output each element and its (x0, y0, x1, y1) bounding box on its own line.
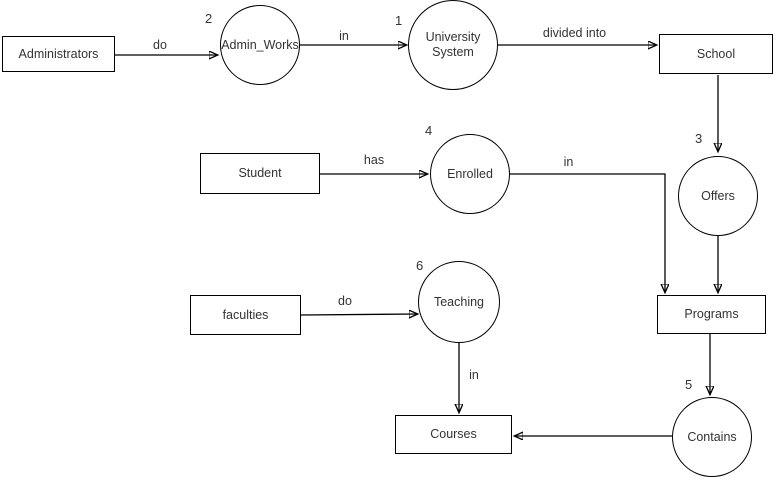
process-contains: Contains (672, 397, 752, 477)
process-university-system: University System (408, 0, 498, 90)
edge-label-do-administrators: do (153, 38, 167, 52)
entity-administrators: Administrators (2, 36, 115, 72)
edge-label-in-enrolled: in (563, 155, 574, 169)
process-offers: Offers (678, 156, 758, 236)
entity-programs: Programs (657, 295, 766, 334)
edge-label-in-teaching: in (469, 368, 479, 382)
edge-label-divided-into: divided into (542, 26, 607, 40)
process-number-offers: 3 (695, 131, 703, 146)
process-teaching: Teaching (418, 261, 500, 343)
entity-school: School (659, 34, 773, 74)
edge-label-in-admin-works: in (339, 29, 349, 43)
process-number-contains: 5 (685, 377, 693, 392)
process-number-university-system: 1 (395, 13, 403, 28)
edge-label-has: has (363, 153, 385, 167)
process-number-enrolled: 4 (425, 123, 433, 138)
entity-faculties: faculties (190, 295, 301, 335)
entity-courses: Courses (395, 415, 512, 454)
process-number-teaching: 6 (416, 258, 424, 273)
process-admin-works: Admin_Works (220, 5, 300, 85)
process-number-admin-works: 2 (205, 11, 213, 26)
edge-faculties-to-teaching (300, 314, 417, 315)
entity-student: Student (200, 153, 320, 194)
edge-label-do-faculties: do (338, 294, 352, 308)
process-enrolled: Enrolled (430, 134, 510, 214)
edge-enrolled-to-programs (510, 173, 665, 292)
